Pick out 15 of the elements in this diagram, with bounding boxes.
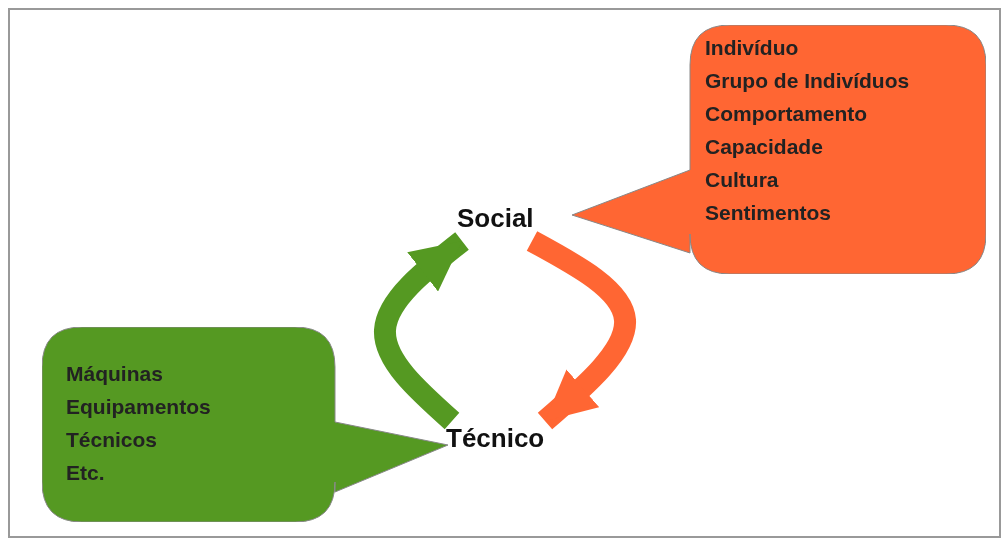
node-label: Técnico bbox=[446, 422, 545, 454]
list-item: Comportamento bbox=[705, 101, 868, 127]
list-item: Equipamentos bbox=[66, 394, 211, 420]
list-item: Etc. bbox=[66, 460, 105, 486]
list-item: Técnicos bbox=[66, 427, 158, 453]
curved-arrow bbox=[374, 232, 469, 430]
speech-bubble bbox=[572, 25, 986, 274]
list-item: Grupo de Indivíduos bbox=[705, 68, 910, 94]
list-item: Máquinas bbox=[66, 361, 163, 387]
list-item: Capacidade bbox=[705, 134, 823, 160]
node-label: Social bbox=[457, 202, 534, 234]
list-item: Indivíduo bbox=[705, 35, 799, 61]
list-item: Sentimentos bbox=[705, 200, 832, 226]
list-item: Cultura bbox=[705, 167, 779, 193]
curved-arrow bbox=[526, 231, 636, 430]
